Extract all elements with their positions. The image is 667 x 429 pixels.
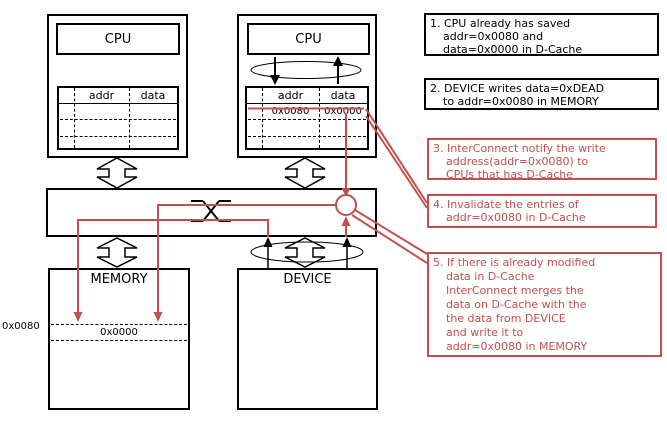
annotation-5-line: and write it to <box>446 326 524 339</box>
memory-addr-label: 0x0080 <box>2 321 40 332</box>
cpu2-bus-double-arrow <box>284 157 326 189</box>
cpu2-cache-row-divider-2 <box>248 136 366 137</box>
device-bus-arrowhead-right <box>342 237 352 247</box>
interconnect-bus <box>46 188 377 237</box>
cpu1-cache-col-divider-2 <box>129 88 130 148</box>
cpu2-cache-header-divider <box>247 103 367 104</box>
annotation-1-line: data=0x0000 in D-Cache <box>443 43 583 56</box>
memory-row-divider-top <box>51 324 187 325</box>
annotation-4-line: addr=0x0080 in D-Cache <box>446 211 586 224</box>
annotation-3-line: CPUs that has D-Cache <box>446 168 574 181</box>
cpu1-cache-header-addr: addr <box>88 89 115 102</box>
cpu2-cache-row-data: 0x0000 <box>324 106 362 117</box>
annotation-box-5: 5. If there is already modified data in … <box>427 252 662 357</box>
annotation-1-line: addr=0x0080 and <box>443 30 544 43</box>
bus-device-double-arrow <box>284 237 326 268</box>
cpu2-cache-col-divider-2 <box>319 88 320 148</box>
annotation-box-3: 3. InterConnect notify the write address… <box>427 138 657 181</box>
device-block: DEVICE <box>237 268 378 410</box>
cpu2-cache-row-divider-1 <box>248 119 366 120</box>
annotation-3-line: 3. InterConnect notify the write <box>433 142 606 155</box>
cpu2-label: CPU <box>295 32 322 47</box>
annotation-box-1: 1. CPU already has saved addr=0x0080 and… <box>424 13 659 56</box>
memory-label: MEMORY <box>90 272 148 287</box>
annotation-2-line: to addr=0x0080 in MEMORY <box>443 95 599 108</box>
cpu2-cache-row-addr: 0x0080 <box>271 106 310 117</box>
cpu1-bus-double-arrow <box>96 157 138 189</box>
annotation-3-line: address(addr=0x0080) to <box>446 155 589 168</box>
device-sync-ellipse <box>250 241 364 263</box>
cpu1-label-box: CPU <box>56 23 180 55</box>
cpu1-cache-header-divider <box>59 103 177 104</box>
device-bus-lines <box>263 237 352 268</box>
memory-row-divider-bottom <box>51 340 187 341</box>
cpu1-cache-row-divider-1 <box>60 119 176 120</box>
cpu1-label: CPU <box>104 32 132 47</box>
cpu2-cache-header-data: data <box>330 89 356 102</box>
annotation-5-line: 5. If there is already modified <box>433 256 596 269</box>
annotation-5-line: InterConnect merges the <box>446 284 584 297</box>
cpu2-label-box: CPU <box>247 23 370 55</box>
cpu1-cache-row-divider-2 <box>60 136 176 137</box>
memory-block: MEMORY 0x0000 <box>48 268 190 410</box>
annotation-5-line: data in D-Cache <box>446 270 535 283</box>
annotation-box-2: 2. DEVICE writes data=0xDEAD to addr=0x0… <box>424 78 659 110</box>
device-label: DEVICE <box>283 272 332 287</box>
device-bus-arrowhead-left <box>263 237 273 247</box>
annotation-1-line: 1. CPU already has saved <box>430 17 571 30</box>
cpu1-cache-col-divider-1 <box>74 88 75 148</box>
memory-row-value: 0x0000 <box>100 327 138 338</box>
annotation-5-line: the data from DEVICE <box>446 312 566 325</box>
annotation-2-line: 2. DEVICE writes data=0xDEAD <box>430 82 605 95</box>
cpu1-cache-table: addr data <box>57 86 179 150</box>
annotation-5-line: addr=0x0080 in MEMORY <box>446 340 588 353</box>
annotation-5-line: data on D-Cache with the <box>446 298 587 311</box>
cpu2-cache-col-divider-1 <box>262 88 263 148</box>
cpu2-cache-header-addr: addr <box>277 89 304 102</box>
annotation-4-line: 4. Invalidate the entries of <box>433 198 579 211</box>
cpu2-cache-table: addr data 0x0080 0x0000 <box>245 86 369 150</box>
annotation-box-4: 4. Invalidate the entries of addr=0x0080… <box>427 194 657 228</box>
bus-memory-double-arrow <box>96 237 138 268</box>
cpu1-cache-header-data: data <box>140 89 166 102</box>
